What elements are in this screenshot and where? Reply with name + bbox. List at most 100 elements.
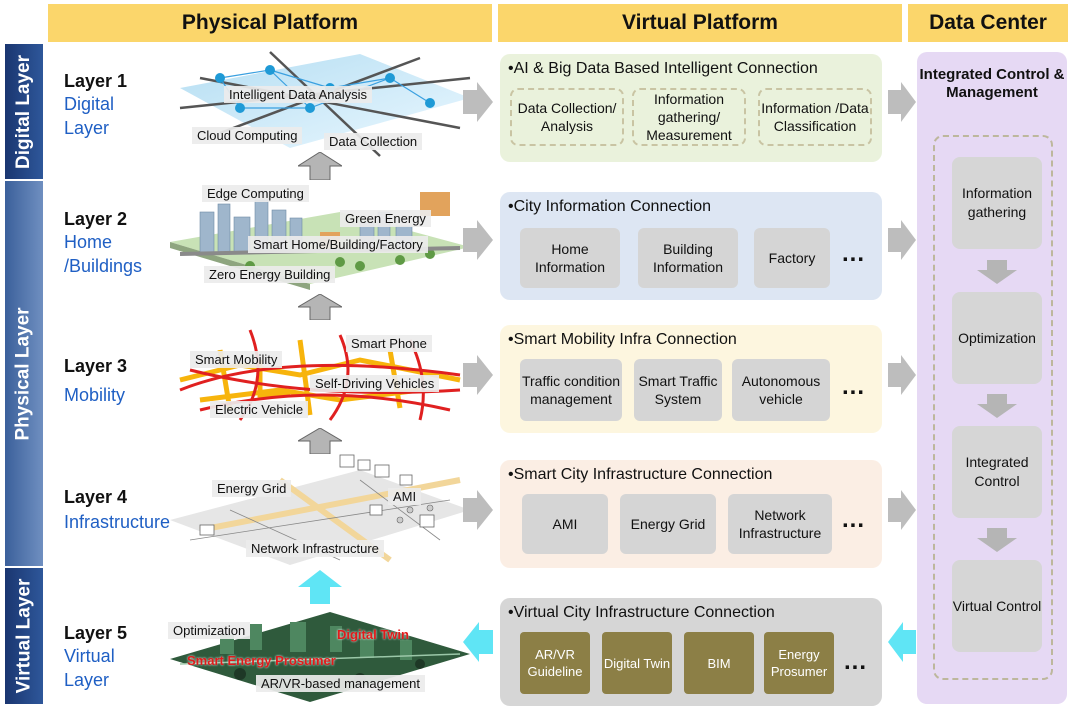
arrow-virtual-to-physical-5	[463, 622, 493, 662]
item-autonomous-vehicle: Autonomous vehicle	[732, 359, 830, 421]
item-digital-twin: Digital Twin	[602, 632, 672, 694]
layer-5-number: Layer 5	[64, 623, 128, 643]
up-arrow-l3-to-l2	[298, 294, 342, 320]
data-center-flow-container	[933, 135, 1053, 680]
more-dots-4: ...	[842, 506, 866, 533]
virtual-box-2-title: •City Information Connection	[508, 198, 712, 215]
layer-3-name-line1: Mobility	[64, 385, 126, 405]
item-home-information: Home Information	[520, 228, 620, 288]
item-smart-traffic-system: Smart Traffic System	[634, 359, 722, 421]
tag-electric-vehicle: Electric Vehicle	[210, 401, 309, 418]
arrow-physical-to-virtual-4	[463, 490, 493, 530]
more-dots-2: ...	[842, 240, 866, 267]
layer-3-number: Layer 3	[64, 356, 128, 376]
layer-4-number: Layer 4	[64, 487, 128, 507]
tag-smart-mobility: Smart Mobility	[190, 351, 283, 368]
tag-self-driving-vehicles: Self-Driving Vehicles	[310, 375, 440, 392]
digital-twin-city-graphic	[170, 612, 470, 702]
layer-2-title: Layer 2 Home /Buildings	[64, 208, 142, 278]
arrow-virtual-to-datacenter-2	[888, 220, 916, 260]
virtual-box-city-information: •City Information Connection Home Inform…	[500, 192, 882, 300]
layer-4-illustration: Energy Grid AMI Network Infrastructure	[160, 450, 480, 570]
up-arrow-l4-to-l3	[298, 428, 342, 454]
data-center-header: Data Center	[908, 4, 1068, 42]
arrow-virtual-to-datacenter-4	[888, 490, 916, 530]
physical-layer-band-label: Physical Layer	[13, 306, 34, 441]
layer-3-illustration: Smart Mobility Smart Phone Self-Driving …	[160, 320, 480, 425]
digital-layer-band: Digital Layer	[5, 44, 43, 179]
tag-ami: AMI	[388, 488, 422, 505]
layer-4-title: Layer 4 Infrastructure	[64, 486, 170, 534]
item-traffic-condition-management: Traffic condition management	[520, 359, 622, 421]
physical-layer-band: Physical Layer	[5, 181, 43, 566]
dc-step-virtual-control: Virtual Control	[952, 560, 1042, 652]
dc-down-arrow-3	[977, 528, 1017, 552]
virtual-box-4-title: •Smart City Infrastructure Connection	[508, 466, 773, 483]
more-dots-5: ...	[844, 648, 868, 675]
tag-digital-twin: Digital Twin	[337, 627, 409, 642]
virtual-box-smart-city-infrastructure: •Smart City Infrastructure Connection AM…	[500, 460, 882, 568]
tag-optimization: Optimization	[168, 622, 251, 639]
virtual-layer-band-label: Virtual Layer	[13, 578, 35, 694]
item-data-collection-analysis: Data Collection/ Analysis	[510, 88, 624, 146]
layer-5-title: Layer 5 Virtual Layer	[64, 622, 127, 692]
virtual-box-smart-mobility: •Smart Mobility Infra Connection Traffic…	[500, 325, 882, 433]
item-energy-grid: Energy Grid	[620, 494, 716, 554]
dc-step-optimization: Optimization	[952, 292, 1042, 384]
layer-1-name-line1: Digital	[64, 94, 115, 114]
item-building-information: Building Information	[638, 228, 738, 288]
tag-network-infrastructure: Network Infrastructure	[246, 540, 384, 557]
tag-smart-energy-prosumer: Smart Energy Prosumer	[187, 653, 336, 668]
layer-2-name-line1: Home	[64, 232, 113, 252]
more-dots-3: ...	[842, 373, 866, 400]
item-factory: Factory	[754, 228, 830, 288]
layer-2-number: Layer 2	[64, 209, 128, 229]
tag-cloud-computing: Cloud Computing	[192, 127, 303, 144]
arrow-physical-to-virtual-3	[463, 355, 493, 395]
digital-layer-band-label: Digital Layer	[13, 54, 35, 169]
tag-smart-home-building-factory: Smart Home/Building/Factory	[248, 236, 428, 253]
layer-4-name-line1: Infrastructure	[64, 512, 171, 532]
item-bim: BIM	[684, 632, 754, 694]
virtual-layer-band: Virtual Layer	[5, 568, 43, 704]
tag-data-collection: Data Collection	[324, 133, 423, 150]
virtual-box-3-title: •Smart Mobility Infra Connection	[508, 331, 737, 348]
layer-1-title: Layer 1 Digital Layer	[64, 70, 127, 140]
item-information-data-classification: Information /Data Classification	[758, 88, 872, 146]
arrow-virtual-to-datacenter-3	[888, 355, 916, 395]
up-arrow-l5-to-l4	[298, 570, 342, 604]
layer-1-name-line2: Layer	[64, 118, 110, 138]
dc-step-information-gathering: Information gathering	[952, 157, 1042, 249]
virtual-box-ai-bigdata: •AI & Big Data Based Intelligent Connect…	[500, 54, 882, 162]
tag-energy-grid: Energy Grid	[212, 480, 292, 497]
dc-step-integrated-control: Integrated Control	[952, 426, 1042, 518]
layer-1-number: Layer 1	[64, 71, 128, 91]
up-arrow-l2-to-l1	[298, 152, 342, 180]
arrow-physical-to-virtual-1	[463, 82, 493, 122]
tag-edge-computing: Edge Computing	[202, 185, 309, 202]
item-energy-prosumer: Energy Prosumer	[764, 632, 834, 694]
arrow-physical-to-virtual-2	[463, 220, 493, 260]
tag-zero-energy-building: Zero Energy Building	[204, 266, 336, 283]
item-ar-vr-guideline: AR/VR Guideline	[520, 632, 590, 694]
data-center-title: Integrated Control & Management	[919, 66, 1065, 101]
layer-2-name-line2: /Buildings	[64, 256, 143, 276]
item-information-gathering-measurement: Information gathering/ Measurement	[632, 88, 746, 146]
virtual-box-1-title: •AI & Big Data Based Intelligent Connect…	[508, 60, 818, 77]
dc-down-arrow-1	[977, 260, 1017, 284]
tag-ar-vr-based-management: AR/VR-based management	[256, 675, 425, 692]
virtual-box-virtual-city-infrastructure: •Virtual City Infrastructure Connection …	[500, 598, 882, 706]
layer-5-name-line2: Layer	[64, 670, 110, 690]
dc-down-arrow-2	[977, 394, 1017, 418]
item-ami: AMI	[522, 494, 608, 554]
arrow-datacenter-to-virtual-5	[888, 622, 916, 662]
layer-3-title: Layer 3 Mobility	[64, 355, 127, 407]
mobility-roads-graphic	[179, 329, 461, 421]
virtual-platform-header: Virtual Platform	[498, 4, 902, 42]
layer-1-illustration: Intelligent Data Analysis Cloud Computin…	[160, 48, 480, 160]
layer-5-name-line1: Virtual	[64, 646, 115, 666]
tag-green-energy: Green Energy	[340, 210, 431, 227]
virtual-box-5-title: •Virtual City Infrastructure Connection	[508, 604, 775, 621]
layer-5-illustration: Optimization Digital Twin Smart Energy P…	[160, 604, 480, 704]
tag-intelligent-data-analysis: Intelligent Data Analysis	[224, 86, 373, 103]
